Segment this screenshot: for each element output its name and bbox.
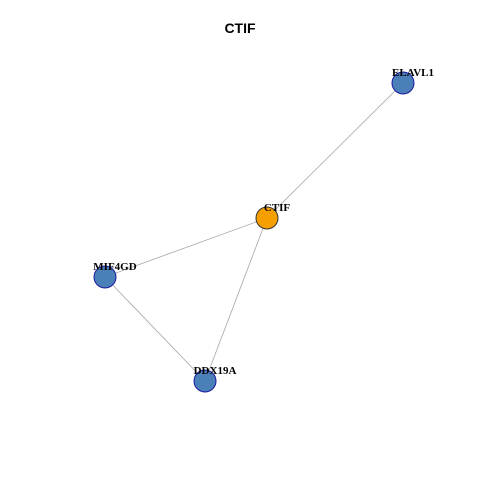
node-mif4gd	[93, 265, 117, 289]
node-ctif	[255, 206, 279, 230]
node-label-elavl1: ELAVL1	[392, 67, 434, 79]
edges-layer	[104, 82, 404, 382]
edge-mif4gd-ddx19a	[104, 276, 206, 382]
node-ddx19a	[193, 369, 217, 393]
edge-ctif-mif4gd	[104, 217, 268, 278]
node-label-mif4gd: MIF4GD	[93, 261, 136, 273]
node-label-ctif: CTIF	[264, 202, 291, 214]
node-label-ddx19a: DDX19A	[194, 365, 237, 377]
graph-title: CTIF	[224, 20, 256, 36]
edge-ctif-elavl1	[266, 82, 404, 219]
node-elavl1	[391, 71, 415, 95]
edge-ctif-ddx19a	[204, 217, 268, 382]
